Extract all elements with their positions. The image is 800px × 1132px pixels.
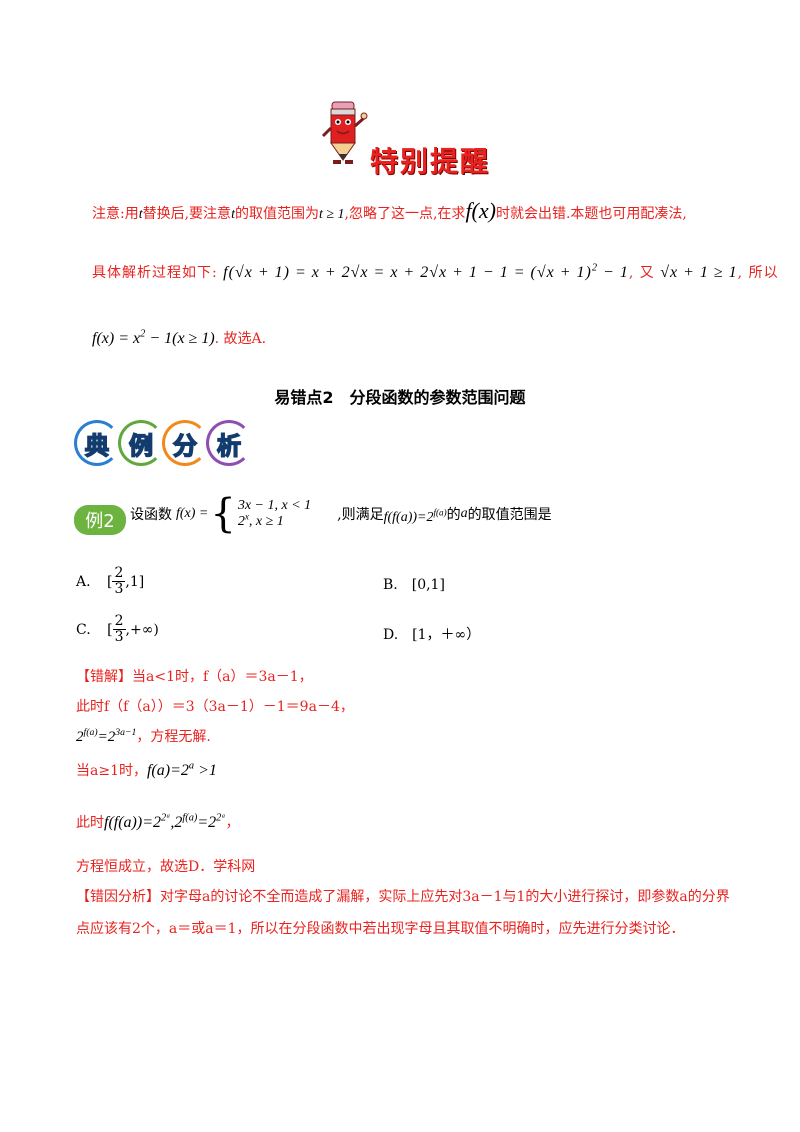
note-text: ,忽略了这一点,在求 xyxy=(344,206,466,222)
example-var-a: a xyxy=(460,506,468,521)
wrong-line-2: 此时f（f（a））＝3（3a－1）－1＝9a－4， xyxy=(76,699,354,715)
note-cond: √x + 1 ≥ 1 xyxy=(660,264,738,281)
wrong-line-5: 此时f(f(a))=22ᵃ,2f(a)=22ᵃ， xyxy=(76,812,240,831)
analysis-tag: 【错因分析】 xyxy=(76,889,160,905)
note-text: 的取值范围为 xyxy=(234,206,319,222)
note-var-t: t xyxy=(231,207,235,222)
option-b[interactable]: B. [0,1] xyxy=(383,577,445,593)
note-line-3: f(x) = x2 − 1(x ≥ 1). 故选A. xyxy=(92,328,266,348)
note-formula: f(√x + 1) = x + 2√x = x + 2√x + 1 − 1 = … xyxy=(223,262,629,281)
case-label-4: 析 xyxy=(206,420,252,466)
option-d[interactable]: D. [1，＋∞） xyxy=(383,627,481,643)
note-text: 时就会出错.本题也可用配凑法, xyxy=(495,206,687,222)
note-formula-2: f(x) = x2 − 1(x ≥ 1) xyxy=(92,328,215,347)
wrong-tag: 【错解】 xyxy=(76,669,132,685)
example-tail2: 的取值范围是 xyxy=(467,507,552,523)
case-label-2: 例 xyxy=(118,420,164,466)
note-text: 替换后,要注意 xyxy=(142,206,232,222)
case-label-3: 分 xyxy=(162,420,208,466)
wrong-line-3: 2f(a)=23a−1，方程无解. xyxy=(76,727,211,745)
analysis-line-1: 【错因分析】对字母a的讨论不全而造成了漏解，实际上应先对3a－1与1的大小进行探… xyxy=(76,889,730,905)
example-equation: f(f(a))=2f(a) xyxy=(383,507,447,525)
piece-1: 3x − 1, x < 1 xyxy=(237,498,312,513)
note-line-1: 注意:用t替换后,要注意t的取值范围为t ≥ 1,忽略了这一点,在求f(x)时就… xyxy=(92,198,687,224)
note-cond-t: t ≥ 1 xyxy=(318,207,345,222)
piecewise-cases: 3x − 1, x < 1 2x, x ≥ 1 xyxy=(238,498,311,530)
analysis-line-2: 点应该有2个，a＝或a＝1，所以在分段函数中若出现字母且其取值不明确时，应先进行… xyxy=(76,921,685,937)
brace: { xyxy=(210,491,236,537)
note-text: 注意:用 xyxy=(92,206,139,222)
note-text: , 又 xyxy=(628,265,655,281)
example-question: 设函数 f(x) = { 3x − 1, x < 1 2x, x ≥ 1 ,则满… xyxy=(130,488,552,540)
note-text: 具体解析过程如下: xyxy=(92,265,218,281)
example-condition: ,则满足 xyxy=(337,507,384,523)
section-heading: 易错点2 分段函数的参数范围问题 xyxy=(274,388,526,407)
wrong-line-6: 方程恒成立，故选D．学科网 xyxy=(76,859,256,875)
wrong-line-4: 当a≥1时，f(a)=2a >1 xyxy=(76,760,217,779)
note-line-2: 具体解析过程如下: f(√x + 1) = x + 2√x = x + 2√x … xyxy=(92,262,779,282)
note-fx: f(x) xyxy=(465,198,496,223)
pencil-mascot-icon xyxy=(321,101,368,164)
example-tail: 的 xyxy=(446,507,461,523)
example-intro: 设函数 xyxy=(130,507,172,523)
note-var-t: t xyxy=(138,207,143,222)
example-fx-def: f(x) = xyxy=(176,506,209,521)
banner-title: 特别提醒 xyxy=(370,145,491,178)
wrong-line-1: 【错解】当a<1时，f（a）＝3a－1， xyxy=(76,669,313,685)
piece-2: 2x, x ≥ 1 xyxy=(237,511,284,529)
example-badge: 例2 xyxy=(74,505,126,535)
note-text: . 故选A. xyxy=(214,331,267,347)
case-label-1: 典 xyxy=(74,420,120,466)
note-text: , 所以 xyxy=(737,265,779,281)
